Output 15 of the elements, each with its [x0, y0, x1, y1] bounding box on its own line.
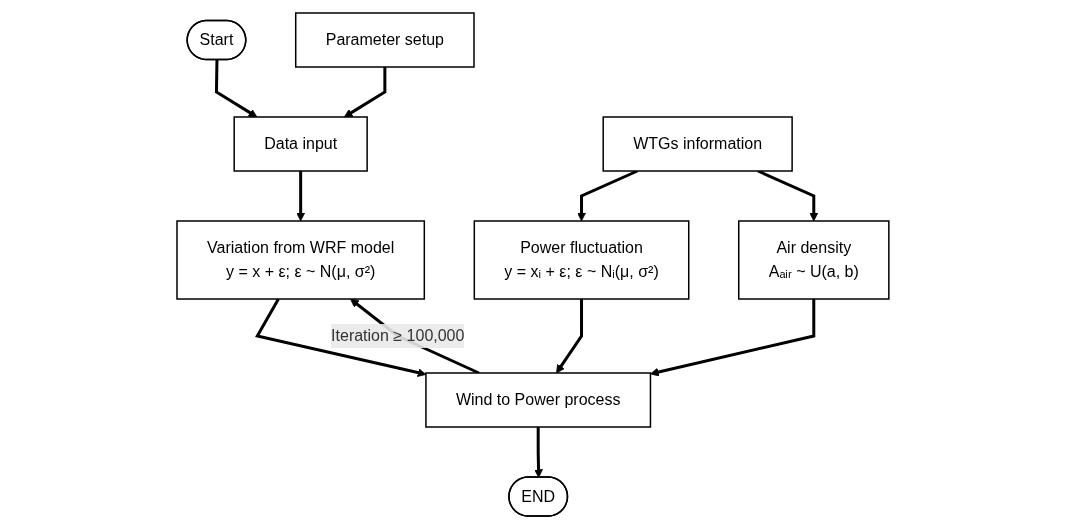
arrow [650, 299, 816, 377]
node-box: Air density Aₐᵢᵣ ~ U(a, b) [738, 220, 890, 300]
node-box: Power fluctuation y = xᵢ + ε; ε ~ Nᵢ(μ, σ²) [473, 220, 690, 300]
arrow [344, 67, 387, 118]
node-box: Parameter setup [295, 12, 475, 68]
arrow [255, 298, 427, 377]
node-box: Wind to Power process [425, 372, 652, 428]
arrow [556, 299, 584, 374]
edge-label: Iteration ≥ 100,000 [331, 327, 465, 344]
node-box: WTGs information [602, 116, 793, 172]
arrow [296, 171, 306, 222]
arrow [534, 427, 543, 478]
node-box: Variation from WRF model y = x + ε; ε ~ N(μ, σ²) [176, 220, 426, 300]
node-box: Data input [233, 116, 368, 172]
arrow [215, 59, 258, 118]
